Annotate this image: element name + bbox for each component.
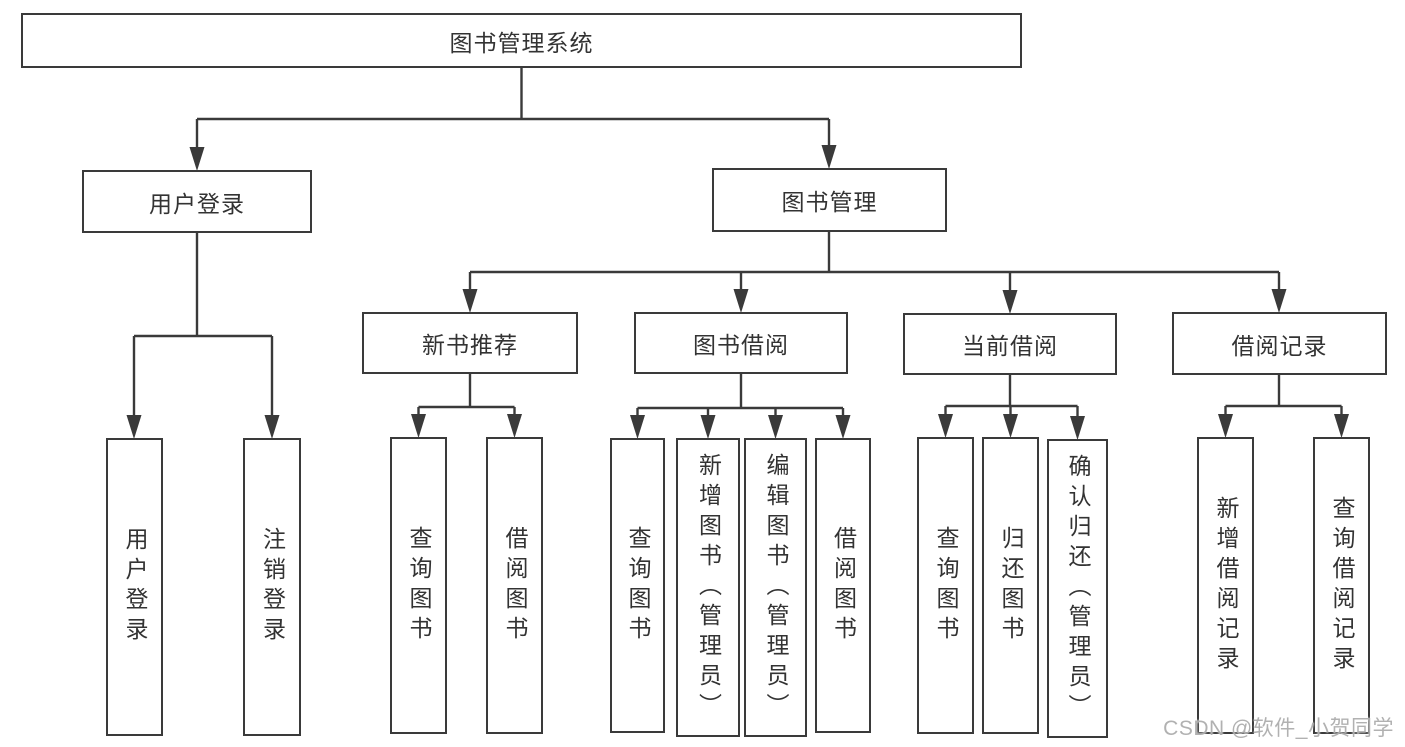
node-book-borrow: 图书借阅 xyxy=(634,312,848,374)
leaf-label: 查询图书 xyxy=(406,525,432,646)
leaf-borrow-add-books-admin: 新增图书（管理员） xyxy=(676,438,740,737)
leaf-current-query-books: 查询图书 xyxy=(917,437,974,734)
connector-line xyxy=(197,68,829,121)
node-book-management: 图书管理 xyxy=(712,168,947,232)
node-label: 借阅记录 xyxy=(1231,332,1328,359)
arrowhead xyxy=(733,289,749,313)
arrowhead xyxy=(1002,290,1018,314)
arrowhead xyxy=(1218,414,1233,438)
connector-bookmgmt-to-level3 xyxy=(462,232,1287,314)
leaf-user-login: 用户登录 xyxy=(106,438,163,736)
node-user-login: 用户登录 xyxy=(82,170,312,233)
arrowhead xyxy=(938,414,953,438)
leaf-logout: 注销登录 xyxy=(243,438,301,736)
arrowhead xyxy=(630,415,645,439)
leaf-label: 查询图书 xyxy=(625,525,651,646)
connector-borrowrecords-to-leaves xyxy=(1218,375,1349,438)
node-label: 图书借阅 xyxy=(693,332,789,358)
arrowhead xyxy=(700,415,716,439)
connector-userlogin-to-leaves xyxy=(126,233,280,439)
leaf-label: 归还图书 xyxy=(998,525,1024,646)
leaf-borrow-borrow-books: 借阅图书 xyxy=(815,438,871,733)
node-label: 新书推荐 xyxy=(422,332,518,358)
watermark: CSDN @软件_小贺同学 xyxy=(1163,717,1394,740)
arrowhead xyxy=(821,145,837,169)
connector-line xyxy=(134,233,272,338)
leaf-label: 新增图书（管理员） xyxy=(695,452,722,723)
connector-line xyxy=(637,374,843,410)
node-label: 图书管理系统 xyxy=(449,29,594,56)
connector-line xyxy=(945,375,1078,408)
connector-bookborrow-to-leaves xyxy=(630,374,851,439)
arrowhead xyxy=(264,415,280,439)
leaf-label: 借阅图书 xyxy=(830,525,857,646)
node-current-borrow: 当前借阅 xyxy=(903,313,1117,375)
arrowhead xyxy=(507,414,522,438)
arrowhead xyxy=(1334,414,1349,438)
connector-newbooks-to-leaves xyxy=(411,374,522,438)
connector-line xyxy=(470,232,1279,274)
connector-line xyxy=(1225,375,1342,408)
leaf-borrow-edit-books-admin: 编辑图书（管理员） xyxy=(744,438,807,737)
leaf-label: 注销登录 xyxy=(259,527,286,647)
arrowhead xyxy=(411,414,426,438)
node-label: 图书管理 xyxy=(781,189,878,215)
leaf-label: 编辑图书（管理员） xyxy=(763,452,789,723)
leaf-newbooks-borrow-books: 借阅图书 xyxy=(486,437,543,734)
arrowhead xyxy=(768,415,783,439)
node-label: 用户登录 xyxy=(149,190,245,217)
leaf-newbooks-query-books: 查询图书 xyxy=(390,437,447,734)
leaf-records-query-borrow-record: 查询借阅记录 xyxy=(1313,437,1370,734)
leaf-label: 用户登录 xyxy=(122,527,148,647)
node-root-system: 图书管理系统 xyxy=(21,13,1022,68)
arrowhead xyxy=(1003,414,1018,438)
connector-currentborrow-to-leaves xyxy=(938,375,1085,440)
leaf-label: 新增借阅记录 xyxy=(1213,495,1239,676)
leaf-label: 查询图书 xyxy=(933,525,959,646)
node-borrow-records: 借阅记录 xyxy=(1172,312,1387,375)
connector-line xyxy=(418,374,515,409)
leaf-current-confirm-return-admin: 确认归还（管理员） xyxy=(1047,439,1108,738)
arrowhead xyxy=(1271,289,1287,313)
connector-root-to-level2 xyxy=(189,68,837,171)
node-new-book-recommend: 新书推荐 xyxy=(362,312,578,374)
arrowhead xyxy=(835,415,851,439)
leaf-label: 借阅图书 xyxy=(502,525,528,646)
leaf-borrow-query-books: 查询图书 xyxy=(610,438,665,733)
arrowhead xyxy=(189,147,205,171)
arrowhead xyxy=(1070,416,1085,440)
arrowhead xyxy=(126,415,142,439)
leaf-label: 查询借阅记录 xyxy=(1329,495,1355,676)
node-label: 当前借阅 xyxy=(962,333,1058,359)
leaf-label: 确认归还（管理员） xyxy=(1065,453,1091,724)
leaf-current-return-books: 归还图书 xyxy=(982,437,1039,734)
arrowhead xyxy=(462,289,478,313)
leaf-records-add-borrow-record: 新增借阅记录 xyxy=(1197,437,1254,734)
